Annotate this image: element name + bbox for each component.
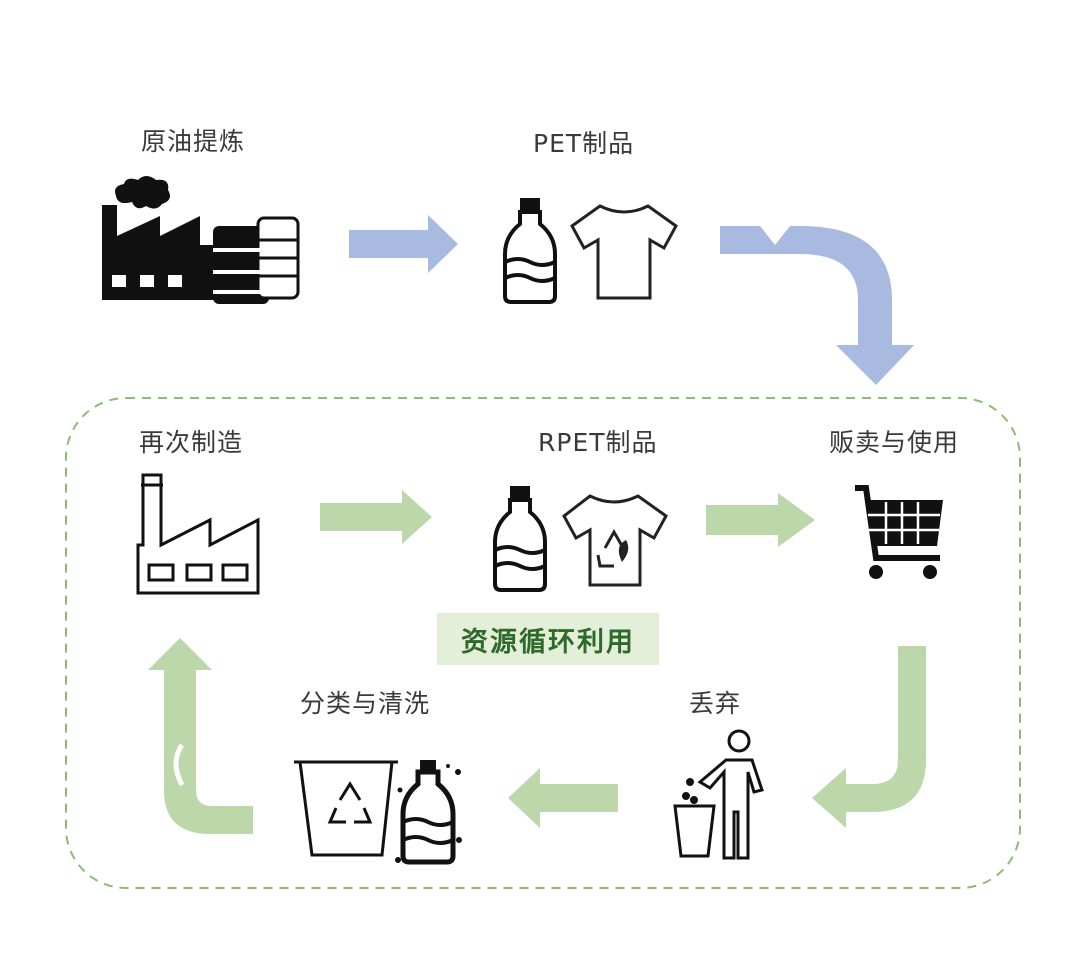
stage-label-crude-refining: 原油提炼 [141, 127, 246, 156]
arrow-discard-to-sort [508, 768, 618, 828]
recycle-bin-icon [294, 760, 398, 857]
stage-label-rpet-products: RPET制品 [538, 428, 658, 457]
resource-recycling-tag: 资源循环利用 [437, 613, 659, 665]
recycle-loop-border [65, 397, 1021, 889]
factory-oil-icon [102, 176, 300, 304]
arrow-gap [760, 226, 790, 245]
shopping-cart-icon [855, 485, 943, 579]
bottle-icon [493, 486, 547, 592]
arrow-highlight [173, 743, 185, 787]
arrow-refine-to-pet [349, 215, 458, 273]
arrow-pet-to-sale [720, 226, 914, 385]
stage-label-sale-and-use: 贩卖与使用 [829, 428, 960, 457]
factory-outline-icon [136, 473, 260, 595]
arrow-sale-to-discard [812, 646, 926, 828]
arrow-sort-to-remanufacture [148, 638, 253, 834]
bottle-icon [503, 198, 557, 304]
arrow-rpet-to-sale [706, 493, 815, 547]
arrow-remanufacture-to-rpet [320, 490, 432, 544]
recycle-tshirt-icon [562, 494, 668, 587]
stage-label-pet-products: PET制品 [533, 129, 635, 158]
person-trash-icon [673, 729, 764, 860]
dirty-bottle-icon [395, 760, 462, 865]
stage-label-discard: 丢弃 [689, 689, 742, 718]
stage-label-sort-and-clean: 分类与清洗 [300, 689, 431, 718]
tshirt-icon [570, 204, 678, 300]
stage-label-remanufacture: 再次制造 [139, 428, 244, 457]
